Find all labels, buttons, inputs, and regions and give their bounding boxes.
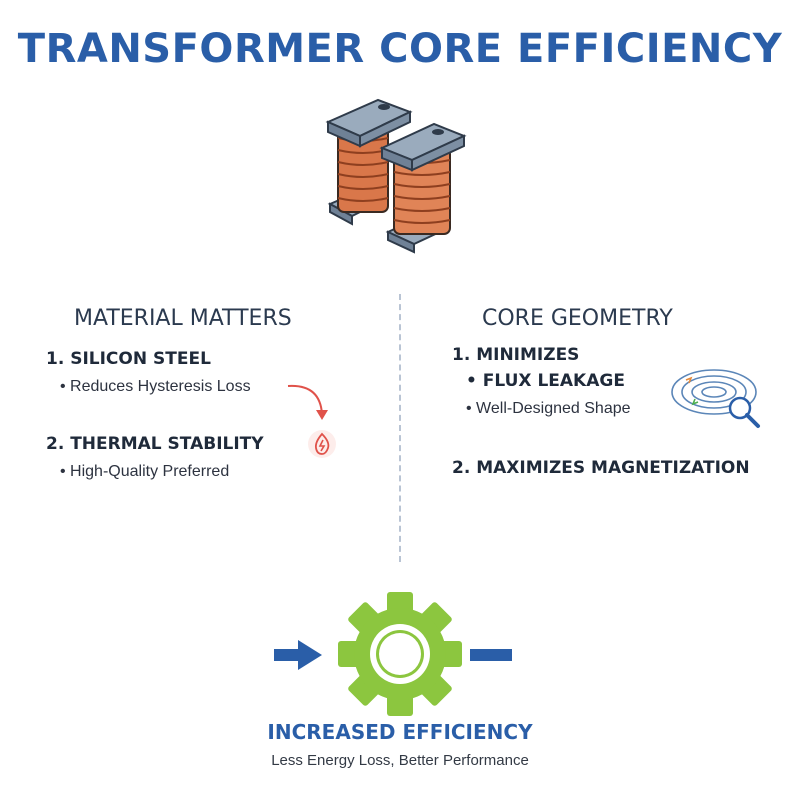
maximizes-magnetization-item: 2. MAXIMIZES MAGNETIZATION (452, 458, 750, 478)
curved-arrow-icon (287, 384, 328, 420)
right-arrow-icon (274, 640, 322, 670)
magnifier-icon (728, 396, 760, 428)
result-title: INCREASED EFFICIENCY (267, 720, 533, 744)
minimizes-item: 1. MINIMIZES (452, 345, 580, 365)
core-geometry-heading: CORE GEOMETRY (482, 306, 673, 331)
output-dash (470, 649, 512, 661)
transformer-icon (325, 98, 467, 254)
gear-icon (338, 592, 462, 716)
hysteresis-bullet: • Reduces Hysteresis Loss (60, 378, 251, 395)
column-divider (399, 294, 401, 562)
flux-leakage-item: • FLUX LEAKAGE (466, 371, 625, 391)
result-subtitle: Less Energy Loss, Better Performance (271, 752, 529, 769)
high-quality-bullet: • High-Quality Preferred (60, 463, 230, 480)
flame-bolt-icon (308, 430, 336, 458)
thermal-stability-item: 2. THERMAL STABILITY (46, 434, 264, 454)
flux-field-icon (671, 369, 760, 428)
silicon-steel-item: 1. SILICON STEEL (46, 349, 211, 369)
page-title: TRANSFORMER CORE EFFICIENCY (17, 26, 783, 72)
energy-loss-icon (287, 384, 336, 458)
material-matters-heading: MATERIAL MATTERS (74, 306, 292, 331)
well-designed-bullet: • Well-Designed Shape (466, 400, 631, 417)
